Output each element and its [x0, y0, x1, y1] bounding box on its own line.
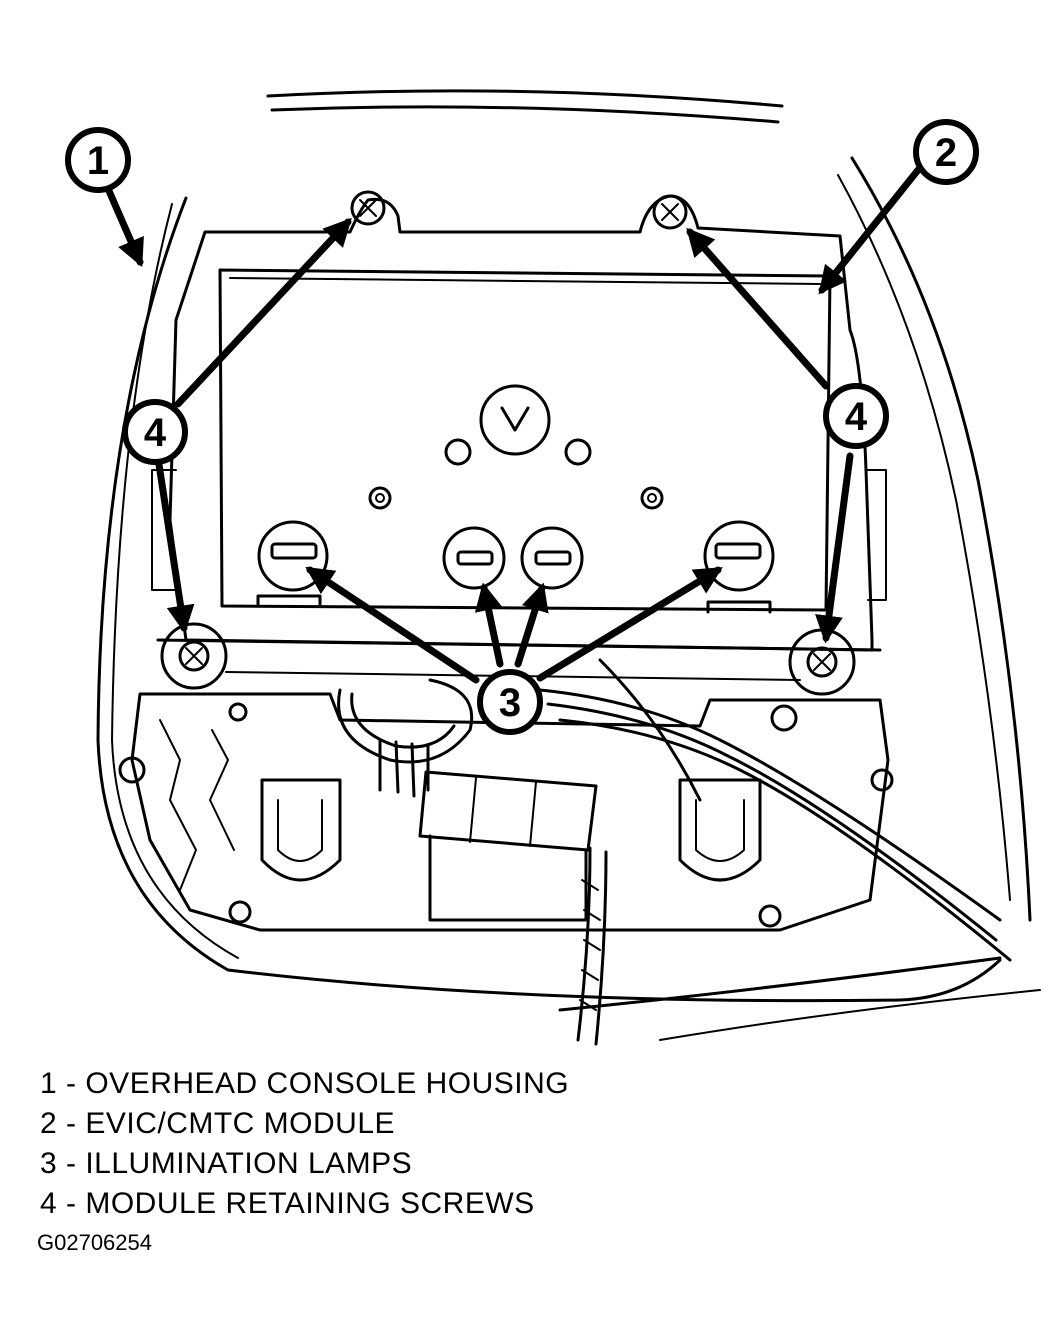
- callout-1-label: 1: [87, 139, 109, 183]
- callout-4-left-label: 4: [144, 411, 167, 455]
- screw-bottom-right: [788, 628, 856, 696]
- console-housing: [96, 156, 1041, 1041]
- headliner-edge: [266, 89, 784, 124]
- lamp-socket-left: [260, 778, 342, 882]
- connector-block: [418, 770, 598, 922]
- legend-item-4: 4 - MODULE RETAINING SCREWS: [40, 1187, 535, 1220]
- retaining-screws: [160, 190, 856, 696]
- screw-top-left: [350, 190, 386, 226]
- callout-2-label: 2: [935, 131, 957, 175]
- legend-item-3: 3 - ILLUMINATION LAMPS: [40, 1147, 413, 1180]
- lamp-center-left: [442, 526, 506, 590]
- callout-1: 1: [65, 127, 131, 193]
- figure-id: G02706254: [37, 1230, 152, 1255]
- screw-top-right: [652, 194, 688, 230]
- module-controls: [368, 384, 664, 510]
- callout-4-right: 4: [823, 383, 889, 449]
- lamp-left: [257, 520, 329, 592]
- legend-item-2: 2 - EVIC/CMTC MODULE: [40, 1107, 396, 1140]
- lamp-center-right: [520, 526, 584, 590]
- legend-item-1: 1 - OVERHEAD CONSOLE HOUSING: [40, 1067, 570, 1100]
- wiring-harness: [337, 658, 1012, 1046]
- illumination-lamps: [257, 520, 775, 592]
- leader-arrows: [102, 166, 922, 684]
- legend: 1 - OVERHEAD CONSOLE HOUSING 2 - EVIC/CM…: [40, 1064, 569, 1224]
- lamp-socket-right: [678, 778, 762, 882]
- lamp-right: [703, 520, 775, 592]
- callout-4-left: 4: [122, 399, 188, 465]
- callout-4-right-label: 4: [845, 395, 868, 439]
- callout-2: 2: [913, 119, 979, 185]
- callout-3: 3: [477, 669, 543, 735]
- screw-bottom-left: [160, 622, 228, 690]
- callout-3-label: 3: [499, 681, 521, 725]
